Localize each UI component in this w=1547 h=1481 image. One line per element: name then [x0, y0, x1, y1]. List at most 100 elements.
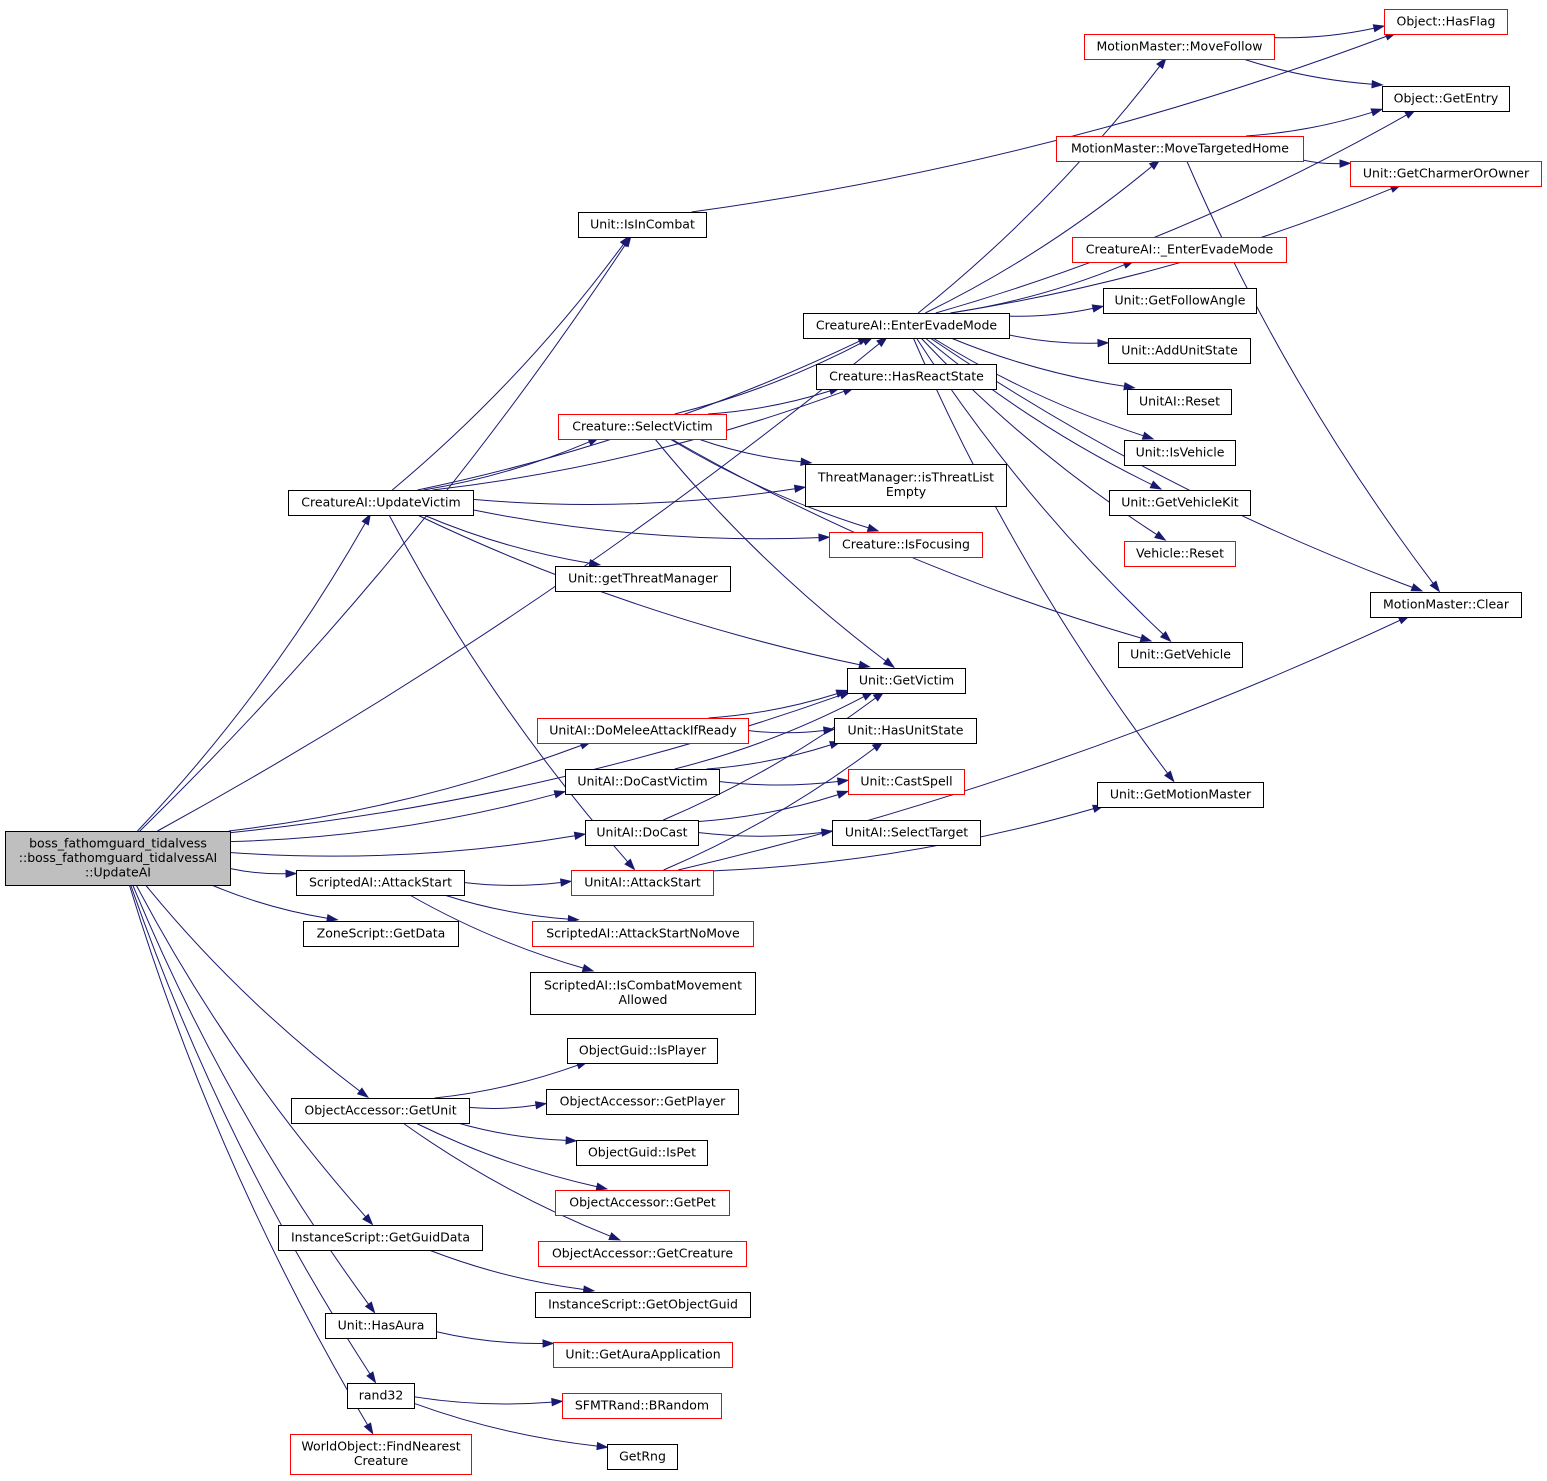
node-isVehicle[interactable]: Unit::IsVehicle: [1124, 440, 1236, 466]
node-getRng[interactable]: GetRng: [607, 1444, 678, 1470]
node-box-zoneGetData[interactable]: [303, 921, 459, 947]
node-hasAura[interactable]: Unit::HasAura: [325, 1313, 437, 1339]
node-box-isCombatMovementAllowed[interactable]: [530, 972, 756, 1015]
node-getVehicle[interactable]: Unit::GetVehicle: [1118, 642, 1243, 668]
node-instGetGuidData[interactable]: InstanceScript::GetGuidData: [278, 1225, 483, 1251]
node-box-getEntry[interactable]: [1382, 86, 1510, 112]
node-doMelee[interactable]: UnitAI::DoMeleeAttackIfReady: [537, 718, 749, 744]
node-box-isThreatListEmpty[interactable]: [805, 464, 1007, 507]
node-box-hasAura[interactable]: [325, 1313, 437, 1339]
node-box-root[interactable]: [5, 831, 231, 886]
node-box-vehicleReset[interactable]: [1124, 541, 1236, 567]
node-moveTargetedHome[interactable]: MotionMaster::MoveTargetedHome: [1056, 136, 1304, 162]
node-getVehicleKit[interactable]: Unit::GetVehicleKit: [1109, 490, 1251, 516]
node-box-guidIsPlayer[interactable]: [567, 1038, 718, 1064]
node-box-getVehicleKit[interactable]: [1109, 490, 1251, 516]
node-box-instGetGuidData[interactable]: [278, 1225, 483, 1251]
node-getFollowAngle[interactable]: Unit::GetFollowAngle: [1103, 288, 1257, 314]
node-doCastVictim[interactable]: UnitAI::DoCastVictim: [565, 769, 720, 795]
node-box-unitAIReset[interactable]: [1127, 389, 1232, 415]
node-box-doMelee[interactable]: [537, 718, 749, 744]
node-attackStartNoMove[interactable]: ScriptedAI::AttackStartNoMove: [532, 921, 754, 947]
node-box-getThreatManager[interactable]: [555, 566, 731, 592]
node-selectVictim[interactable]: Creature::SelectVictim: [558, 414, 727, 440]
node-box-getRng[interactable]: [607, 1444, 678, 1470]
node-box-getVictim[interactable]: [847, 668, 966, 694]
node-box-selectTarget[interactable]: [832, 820, 981, 846]
node-box-moveTargetedHome[interactable]: [1056, 136, 1304, 162]
node-box-unitAIAttackStart[interactable]: [571, 870, 714, 896]
node-getAuraApplication[interactable]: Unit::GetAuraApplication: [553, 1342, 733, 1368]
node-getCharmerOrOwner[interactable]: Unit::GetCharmerOrOwner: [1350, 161, 1542, 187]
node-doCast[interactable]: UnitAI::DoCast: [585, 820, 699, 846]
node-box-getMotionMaster[interactable]: [1097, 782, 1264, 808]
node-updateVictim[interactable]: CreatureAI::UpdateVictim: [288, 490, 474, 516]
node-getEntry[interactable]: Object::GetEntry: [1382, 86, 1510, 112]
node-box-isFocusing[interactable]: [829, 532, 983, 558]
node-unitAIReset[interactable]: UnitAI::Reset: [1127, 389, 1232, 415]
node-selectTarget[interactable]: UnitAI::SelectTarget: [832, 820, 981, 846]
node-enterEvadeMode[interactable]: CreatureAI::EnterEvadeMode: [803, 313, 1010, 339]
node-rand32[interactable]: rand32: [347, 1383, 415, 1409]
node-getVictim[interactable]: Unit::GetVictim: [847, 668, 966, 694]
node-enterEvadeModeInternal[interactable]: CreatureAI::_EnterEvadeMode: [1072, 237, 1287, 263]
node-mmClear[interactable]: MotionMaster::Clear: [1370, 592, 1522, 618]
node-vehicleReset[interactable]: Vehicle::Reset: [1124, 541, 1236, 567]
node-objAccGetCreature[interactable]: ObjectAccessor::GetCreature: [538, 1241, 747, 1267]
node-root[interactable]: boss_fathomguard_tidalvess::boss_fathomg…: [5, 831, 231, 886]
node-objAccGetPet[interactable]: ObjectAccessor::GetPet: [555, 1190, 730, 1216]
node-box-objAccGetPlayer[interactable]: [546, 1089, 739, 1115]
node-hasReactState[interactable]: Creature::HasReactState: [816, 364, 997, 390]
node-box-getCharmerOrOwner[interactable]: [1350, 161, 1542, 187]
node-box-moveFollow[interactable]: [1084, 34, 1275, 60]
node-box-getAuraApplication[interactable]: [553, 1342, 733, 1368]
node-box-objAccGetCreature[interactable]: [538, 1241, 747, 1267]
node-objAccGetPlayer[interactable]: ObjectAccessor::GetPlayer: [546, 1089, 739, 1115]
node-zoneGetData[interactable]: ZoneScript::GetData: [303, 921, 459, 947]
node-box-guidIsPet[interactable]: [576, 1140, 708, 1166]
node-box-rand32[interactable]: [347, 1383, 415, 1409]
node-box-isVehicle[interactable]: [1124, 440, 1236, 466]
node-unitAIAttackStart[interactable]: UnitAI::AttackStart: [571, 870, 714, 896]
node-box-hasReactState[interactable]: [816, 364, 997, 390]
node-box-scriptedAttackStart[interactable]: [296, 870, 465, 896]
node-box-hasFlag[interactable]: [1384, 9, 1508, 35]
node-objAccGetUnit[interactable]: ObjectAccessor::GetUnit: [291, 1098, 470, 1124]
node-box-updateVictim[interactable]: [288, 490, 474, 516]
node-box-hasUnitState[interactable]: [834, 718, 977, 744]
node-box-attackStartNoMove[interactable]: [532, 921, 754, 947]
node-getMotionMaster[interactable]: Unit::GetMotionMaster: [1097, 782, 1264, 808]
node-isInCombat[interactable]: Unit::IsInCombat: [578, 212, 707, 238]
node-box-selectVictim[interactable]: [558, 414, 727, 440]
node-box-enterEvadeMode[interactable]: [803, 313, 1010, 339]
node-box-findNearestCreature[interactable]: [290, 1434, 472, 1475]
node-box-doCastVictim[interactable]: [565, 769, 720, 795]
node-box-bRandom[interactable]: [562, 1393, 722, 1419]
node-box-castSpell[interactable]: [848, 769, 965, 795]
node-box-mmClear[interactable]: [1370, 592, 1522, 618]
node-castSpell[interactable]: Unit::CastSpell: [848, 769, 965, 795]
node-box-objAccGetUnit[interactable]: [291, 1098, 470, 1124]
node-instGetObjectGuid[interactable]: InstanceScript::GetObjectGuid: [535, 1292, 751, 1318]
node-hasFlag[interactable]: Object::HasFlag: [1384, 9, 1508, 35]
node-moveFollow[interactable]: MotionMaster::MoveFollow: [1084, 34, 1275, 60]
node-bRandom[interactable]: SFMTRand::BRandom: [562, 1393, 722, 1419]
node-getThreatManager[interactable]: Unit::getThreatManager: [555, 566, 731, 592]
node-box-getVehicle[interactable]: [1118, 642, 1243, 668]
node-box-getFollowAngle[interactable]: [1103, 288, 1257, 314]
node-box-addUnitState[interactable]: [1108, 338, 1251, 364]
node-addUnitState[interactable]: Unit::AddUnitState: [1108, 338, 1251, 364]
node-guidIsPet[interactable]: ObjectGuid::IsPet: [576, 1140, 708, 1166]
node-box-objAccGetPet[interactable]: [555, 1190, 730, 1216]
node-box-enterEvadeModeInternal[interactable]: [1072, 237, 1287, 263]
node-box-isInCombat[interactable]: [578, 212, 707, 238]
node-isFocusing[interactable]: Creature::IsFocusing: [829, 532, 983, 558]
node-guidIsPlayer[interactable]: ObjectGuid::IsPlayer: [567, 1038, 718, 1064]
node-hasUnitState[interactable]: Unit::HasUnitState: [834, 718, 977, 744]
node-scriptedAttackStart[interactable]: ScriptedAI::AttackStart: [296, 870, 465, 896]
node-box-doCast[interactable]: [585, 820, 699, 846]
node-box-instGetObjectGuid[interactable]: [535, 1292, 751, 1318]
